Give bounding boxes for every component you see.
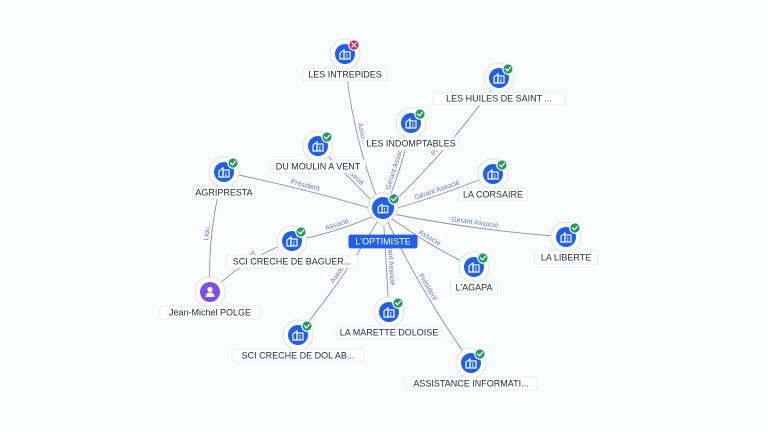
edge-label-group: Liqu... [203, 221, 212, 241]
node-label: LES INDOMPTABLES [366, 139, 455, 149]
company-node[interactable]: ASSISTANCE INFORMATI... [404, 347, 538, 391]
company-node[interactable]: LA CORSAIRE [458, 158, 528, 202]
active-status-icon [388, 193, 400, 205]
company-node[interactable]: AGRIPRESTA [192, 156, 256, 200]
node-label: AGRIPRESTA [195, 188, 252, 198]
node-label-group: LA LIBERTE [534, 250, 598, 265]
company-node[interactable]: LA LIBERTE [534, 221, 598, 265]
node-label-box [225, 254, 359, 269]
company-node[interactable]: L'AGAPA [450, 251, 498, 295]
node-label: LA MARETTE DOLOISE [340, 328, 439, 338]
company-node[interactable]: LES HUILES DE SAINT ... [432, 62, 566, 106]
node-label-box [192, 185, 256, 200]
edge-label-group: Gérant Associé [414, 180, 461, 202]
building-icon [339, 48, 351, 60]
node-label-box [432, 91, 566, 106]
person-node[interactable]: Jean-Michel POLGE [159, 276, 261, 320]
center-circle [372, 197, 394, 219]
edge-label-group: Président [417, 273, 438, 302]
active-status-icon [295, 226, 307, 238]
node-label-box [363, 136, 459, 151]
node-label-box [534, 250, 598, 265]
node-label: L'OPTIMISTE [355, 237, 410, 247]
node-label-group: L'OPTIMISTE [348, 234, 418, 249]
edge-label-group: Gérant Associé [386, 238, 396, 286]
node-label-group: AGRIPRESTA [192, 185, 256, 200]
building-icon [405, 117, 417, 129]
node-label: ASSISTANCE INFORMATI... [413, 379, 528, 389]
node-label-box [159, 305, 261, 320]
node-label: DU MOULIN A VENT [276, 162, 361, 172]
node-label-group: LA MARETTE DOLOISE [335, 325, 443, 340]
building-icon [292, 329, 304, 341]
node-label-box [231, 348, 365, 363]
edge-label: Gérant Associé [386, 238, 396, 286]
edge-label: Asso... [356, 122, 368, 144]
active-status-icon [477, 252, 489, 264]
company-node[interactable]: LES INTREPIDES [302, 38, 388, 82]
node-label: LES INTREPIDES [308, 70, 382, 80]
edge-label-group: Asso... [356, 122, 368, 144]
center-node[interactable]: L'OPTIMISTE [348, 192, 418, 249]
building-icon [377, 203, 389, 214]
active-status-icon [474, 348, 486, 360]
node-label-group: LA CORSAIRE [458, 187, 528, 202]
active-status-icon [569, 222, 581, 234]
node-label: SCI CRECHE DE DOL AB... [242, 351, 355, 361]
active-status-icon [227, 157, 239, 169]
building-icon [487, 168, 499, 180]
node-label-box [335, 325, 443, 340]
node-label-group: SCI CRECHE DE BAGUER... [225, 254, 359, 269]
building-icon [383, 306, 395, 318]
node-label: Jean-Michel POLGE [169, 308, 251, 318]
active-status-icon [392, 297, 404, 309]
building-icon [493, 72, 505, 84]
node-label-group: LES INTREPIDES [302, 67, 388, 82]
node-label-group: Jean-Michel POLGE [159, 305, 261, 320]
company-node[interactable]: LA MARETTE DOLOISE [335, 296, 443, 340]
node-label: LES HUILES DE SAINT ... [446, 94, 552, 104]
edge-label: Liqu... [203, 221, 212, 241]
node-label: SCI CRECHE DE BAGUER... [233, 257, 352, 267]
edge-label: Gérant Associé [414, 180, 461, 202]
person-icon [205, 286, 215, 297]
active-status-icon [301, 320, 313, 332]
active-status-icon [502, 63, 514, 75]
building-icon [465, 357, 477, 369]
node-label-group: ASSISTANCE INFORMATI... [404, 376, 538, 391]
node-label-group: DU MOULIN A VENT [270, 159, 366, 174]
edge-label: Président [417, 273, 438, 302]
nodes-layer: LES INTREPIDES LES HUILES DE SAINT ... LES… [159, 38, 598, 391]
active-status-icon [496, 159, 508, 171]
node-label-box [270, 159, 366, 174]
edge-line [223, 171, 384, 213]
active-status-icon [414, 108, 426, 120]
company-node[interactable]: DU MOULIN A VENT [270, 130, 366, 174]
node-label: LA LIBERTE [541, 253, 591, 263]
active-status-icon [321, 131, 333, 143]
node-label-group: L'AGAPA [450, 280, 498, 295]
node-label-group: LES HUILES DE SAINT ... [432, 91, 566, 106]
building-icon [218, 166, 230, 178]
node-label-box [404, 376, 538, 391]
closed-status-icon [348, 39, 360, 51]
building-icon [560, 231, 572, 243]
building-icon [312, 140, 324, 152]
company-node[interactable]: SCI CRECHE DE BAGUER... [225, 225, 359, 269]
company-node[interactable]: LES INDOMPTABLES [363, 107, 459, 151]
node-label-box [450, 280, 498, 295]
building-icon [286, 235, 298, 247]
node-label-box [458, 187, 528, 202]
center-label-box [348, 234, 418, 249]
company-node[interactable]: SCI CRECHE DE DOL AB... [231, 319, 365, 363]
edge-line [382, 211, 472, 364]
node-label: L'AGAPA [455, 283, 492, 293]
node-label: LA CORSAIRE [463, 190, 523, 200]
edge-line [382, 211, 567, 238]
building-icon [468, 261, 480, 273]
node-label-group: LES INDOMPTABLES [363, 136, 459, 151]
node-label-box [302, 67, 388, 82]
node-label-group: SCI CRECHE DE DOL AB... [231, 348, 365, 363]
